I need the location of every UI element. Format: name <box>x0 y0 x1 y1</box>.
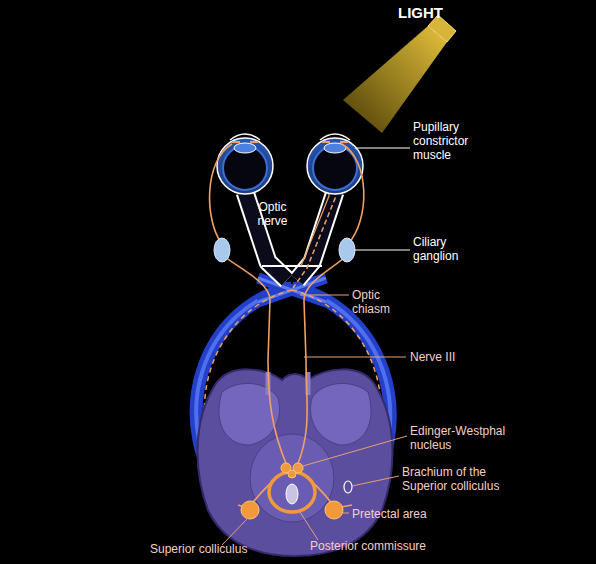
part-label: Ciliary ganglion <box>413 235 483 263</box>
part-label: Optic nerve <box>250 200 295 228</box>
part-label: LIGHT <box>398 6 468 20</box>
leader-lines <box>222 148 410 545</box>
part-label: Brachium of the Superior colliculus <box>402 465 522 493</box>
part-label: Nerve III <box>410 350 490 364</box>
part-label: Edinger-Westphal nucleus <box>410 424 520 452</box>
midbrain-section <box>198 369 393 556</box>
part-label: Pupillary constrictor muscle <box>413 120 493 162</box>
part-label: Optic chiasm <box>352 288 412 316</box>
part-label: Pretectal area <box>352 507 462 521</box>
eyes <box>217 134 363 194</box>
part-label: Superior colliculus <box>150 542 270 556</box>
reflex-pathway <box>210 144 364 508</box>
edinger-westphal-nucleus <box>281 463 303 478</box>
light-beam <box>343 26 447 133</box>
brachium-symbol <box>344 481 352 493</box>
cerebral-aqueduct <box>286 484 298 504</box>
ciliary-ganglia <box>214 238 355 262</box>
part-label: Posterior commissure <box>310 539 450 553</box>
pretectal-nuclei <box>241 501 343 519</box>
